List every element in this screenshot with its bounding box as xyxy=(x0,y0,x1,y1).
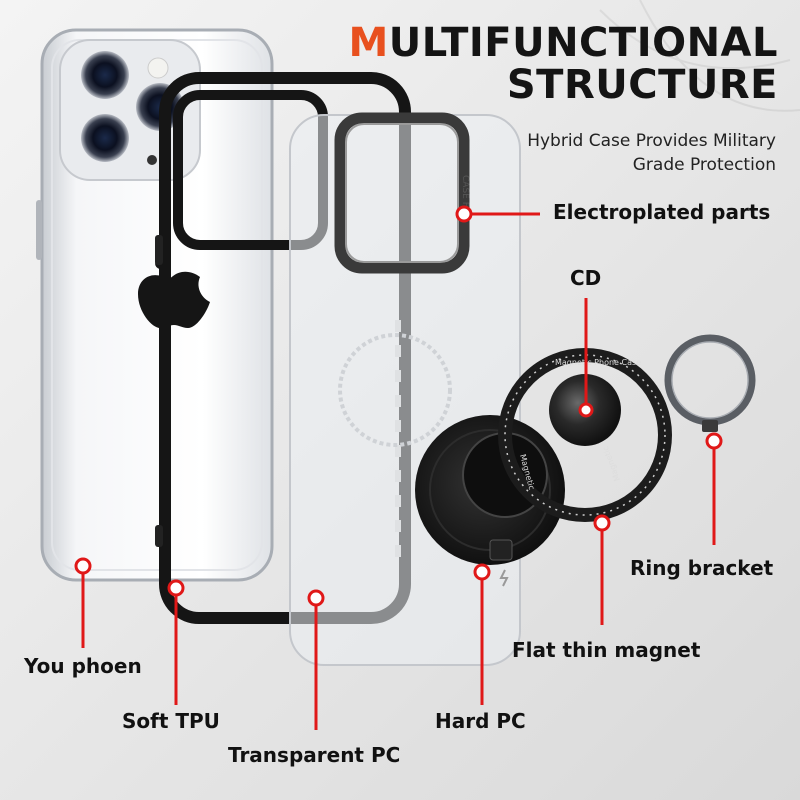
headline-line-1-rest: ULTIFUNCTIONAL xyxy=(388,20,778,66)
subtitle-line-1: Hybrid Case Provides Military xyxy=(527,131,776,151)
label-flat-thin-magnet: Flat thin magnet xyxy=(512,638,701,662)
ring-right-text: Magnetic xyxy=(601,445,622,483)
ring-bracket-illustration xyxy=(664,334,756,432)
label-hard-pc: Hard PC xyxy=(435,709,526,733)
label-ring-bracket: Ring bracket xyxy=(630,556,774,580)
lens-frame-text: CASE F xyxy=(460,175,470,207)
subtitle-line-2: Grade Protection xyxy=(632,154,776,175)
headline-first-letter: M xyxy=(348,20,389,66)
label-cd: CD xyxy=(570,266,602,290)
subtitle: Hybrid Case Provides Military Grade Prot… xyxy=(527,130,776,178)
callout-dots xyxy=(74,205,723,607)
headline-line-2: STRUCTURE xyxy=(506,62,778,108)
headline: MULTIFUNCTIONAL STRUCTURE xyxy=(348,22,778,106)
background-shadows xyxy=(599,0,800,112)
label-you-phone: You phoen xyxy=(24,654,142,678)
callout-lines xyxy=(81,212,716,730)
ring-top-text: Magnetic Phone Case xyxy=(555,358,641,367)
electroplated-frame-illustration: CASE F xyxy=(334,112,470,274)
label-soft-tpu: Soft TPU xyxy=(122,709,220,733)
transparent-pc-illustration xyxy=(289,114,521,666)
label-transparent-pc: Transparent PC xyxy=(228,743,401,767)
phone-illustration xyxy=(36,28,274,582)
label-electroplated-parts: Electroplated parts xyxy=(553,200,771,224)
headline-line-1: MULTIFUNCTIONAL xyxy=(348,22,778,64)
